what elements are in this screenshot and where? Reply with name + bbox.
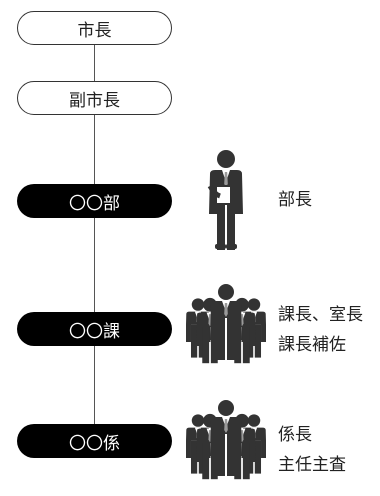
- role-line: 課長補佐: [278, 335, 346, 355]
- group-of-people-icon: [186, 400, 266, 480]
- node-unit-label: 〇〇係: [69, 433, 120, 454]
- role-line: 部長: [278, 190, 312, 210]
- group-of-people-icon: [186, 284, 266, 364]
- single-person-icon: [207, 150, 243, 250]
- node-department-label: 〇〇部: [69, 193, 120, 214]
- node-section-label: 〇〇課: [69, 321, 120, 342]
- node-department: 〇〇部: [17, 184, 172, 218]
- role-line: 係長: [278, 425, 312, 445]
- role-label-department: 部長: [278, 185, 312, 215]
- node-mayor-label: 市長: [77, 20, 112, 41]
- role-line: 課長、室長: [278, 305, 363, 325]
- node-deputy-mayor: 副市長: [17, 81, 172, 115]
- node-deputy-mayor-label: 副市長: [69, 90, 120, 111]
- role-label-unit: 係長 主任主査: [278, 420, 346, 480]
- node-unit: 〇〇係: [17, 424, 172, 458]
- role-label-section: 課長、室長 課長補佐: [278, 300, 363, 360]
- node-mayor: 市長: [17, 11, 172, 45]
- node-section: 〇〇課: [17, 312, 172, 346]
- connector-line: [94, 44, 95, 432]
- role-line: 主任主査: [278, 455, 346, 475]
